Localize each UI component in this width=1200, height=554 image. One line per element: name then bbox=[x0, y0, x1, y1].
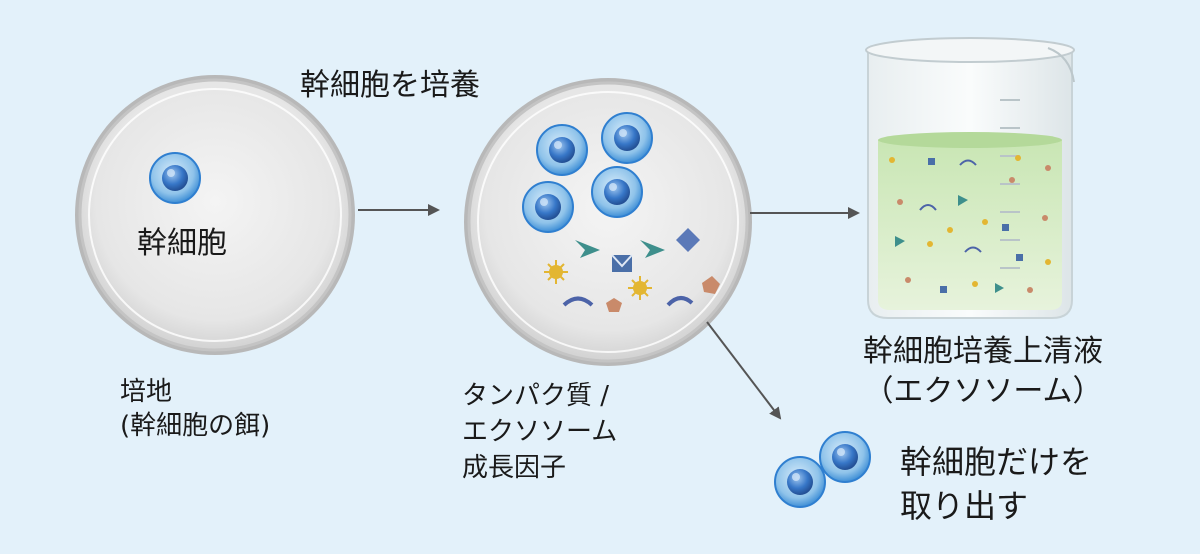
supernatant-liquid bbox=[878, 140, 1062, 310]
measurement-marks bbox=[1000, 99, 1020, 269]
supernatant-caption: 幹細胞培養上清液 （エクソソーム） bbox=[838, 332, 1128, 412]
caption-line: 幹細胞だけを bbox=[900, 443, 1093, 481]
stem-cell-icon bbox=[591, 166, 643, 218]
growth-factor-molecules bbox=[544, 260, 720, 312]
caption-line: タンパク質 / bbox=[462, 381, 610, 411]
stem-cell-icon bbox=[536, 124, 588, 176]
caption-line: 培地 bbox=[120, 377, 173, 407]
caption-line: 成長因子 bbox=[462, 453, 567, 483]
petri-dish-medium bbox=[75, 75, 355, 355]
caption-line: 幹細胞培養上清液 bbox=[863, 334, 1103, 369]
caption-line: (幹細胞の餌) bbox=[120, 411, 271, 441]
arrow-to-isolation bbox=[706, 321, 782, 420]
caption-line: エクソソーム bbox=[462, 417, 618, 447]
stem-cell-icon bbox=[522, 181, 574, 233]
medium-caption: 培地 (幹細胞の餌) bbox=[120, 375, 270, 443]
isolate-caption: 幹細胞だけを 取り出す bbox=[900, 440, 1092, 528]
suspended-molecules bbox=[889, 155, 1051, 293]
stem-cell-label: 幹細胞 bbox=[137, 226, 227, 261]
culture-products-caption: タンパク質 / エクソソーム 成長因子 bbox=[462, 378, 617, 486]
stem-cell-icon bbox=[149, 152, 201, 204]
beaker bbox=[865, 37, 1075, 319]
protein-molecules bbox=[575, 228, 700, 272]
stem-cell-icon bbox=[774, 456, 826, 508]
diagram-title: 幹細胞を培養 bbox=[300, 68, 480, 103]
petri-dish-culture bbox=[464, 78, 752, 366]
caption-line: 取り出す bbox=[900, 487, 1029, 525]
stem-cell-icon bbox=[601, 112, 653, 164]
isolated-stem-cells bbox=[774, 431, 871, 508]
caption-line: （エクソソーム） bbox=[863, 374, 1103, 409]
stem-cell-icon bbox=[819, 431, 871, 483]
